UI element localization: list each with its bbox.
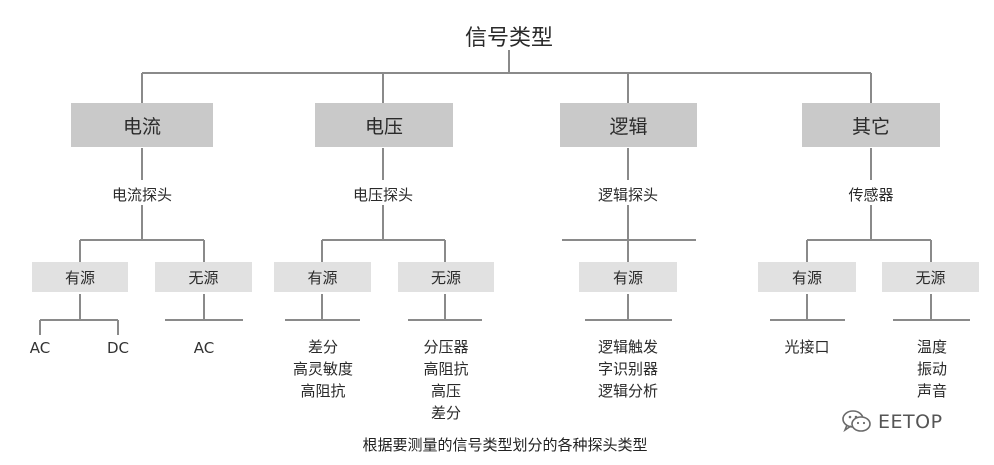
leaf-item: 高灵敏度 bbox=[292, 360, 353, 378]
source-other-active: 有源 bbox=[758, 262, 856, 292]
probe-current: 电流探头 bbox=[111, 186, 172, 204]
wechat-icon bbox=[842, 410, 871, 433]
leaf-item: 振动 bbox=[916, 360, 947, 378]
root-title: 信号类型 bbox=[464, 26, 553, 51]
leaf-item: 温度 bbox=[916, 338, 947, 356]
probe-sensor: 传感器 bbox=[848, 186, 894, 204]
watermark-logo: EETOP bbox=[842, 409, 943, 435]
leaf-item: 光接口 bbox=[784, 338, 830, 356]
leaf-dc: DC bbox=[106, 339, 130, 357]
leaf-list-voltage-passive: 分压器 高阻抗 高压 差分 bbox=[395, 336, 497, 424]
leaf-list-logic-active: 逻辑触发 字识别器 逻辑分析 bbox=[578, 336, 678, 402]
source-logic-active: 有源 bbox=[579, 262, 677, 292]
category-other: 其它 bbox=[802, 103, 940, 147]
probe-logic: 逻辑探头 bbox=[597, 186, 658, 204]
figure-caption: 根据要测量的信号类型划分的各种探头类型 bbox=[362, 436, 648, 454]
leaf-item: 分压器 bbox=[423, 338, 469, 356]
leaf-item: 高压 bbox=[430, 382, 461, 400]
category-logic: 逻辑 bbox=[560, 103, 697, 147]
leaf-list-voltage-active: 差分 高灵敏度 高阻抗 bbox=[272, 336, 374, 402]
leaf-item: 差分 bbox=[430, 404, 461, 422]
leaf-item: 高阻抗 bbox=[300, 382, 346, 400]
leaf-item: 差分 bbox=[307, 338, 338, 356]
leaf-item: 逻辑触发 bbox=[597, 338, 658, 356]
leaf-item: 字识别器 bbox=[597, 360, 658, 378]
watermark-text: EETOP bbox=[878, 411, 943, 433]
leaf-ac-current-passive: AC bbox=[193, 339, 215, 357]
leaf-list-other-active: 光接口 bbox=[757, 336, 857, 358]
leaf-item: 高阻抗 bbox=[423, 360, 469, 378]
leaf-item: 逻辑分析 bbox=[597, 382, 658, 400]
leaf-item: 声音 bbox=[916, 382, 947, 400]
probe-voltage: 电压探头 bbox=[352, 186, 413, 204]
category-current: 电流 bbox=[71, 103, 213, 147]
source-current-passive: 无源 bbox=[155, 262, 252, 292]
leaf-ac-current-active: AC bbox=[29, 339, 51, 357]
leaf-list-other-passive: 温度 振动 声音 bbox=[882, 336, 982, 402]
source-current-active: 有源 bbox=[32, 262, 128, 292]
source-other-passive: 无源 bbox=[882, 262, 979, 292]
source-voltage-active: 有源 bbox=[274, 262, 371, 292]
category-voltage: 电压 bbox=[315, 103, 453, 147]
source-voltage-passive: 无源 bbox=[398, 262, 494, 292]
